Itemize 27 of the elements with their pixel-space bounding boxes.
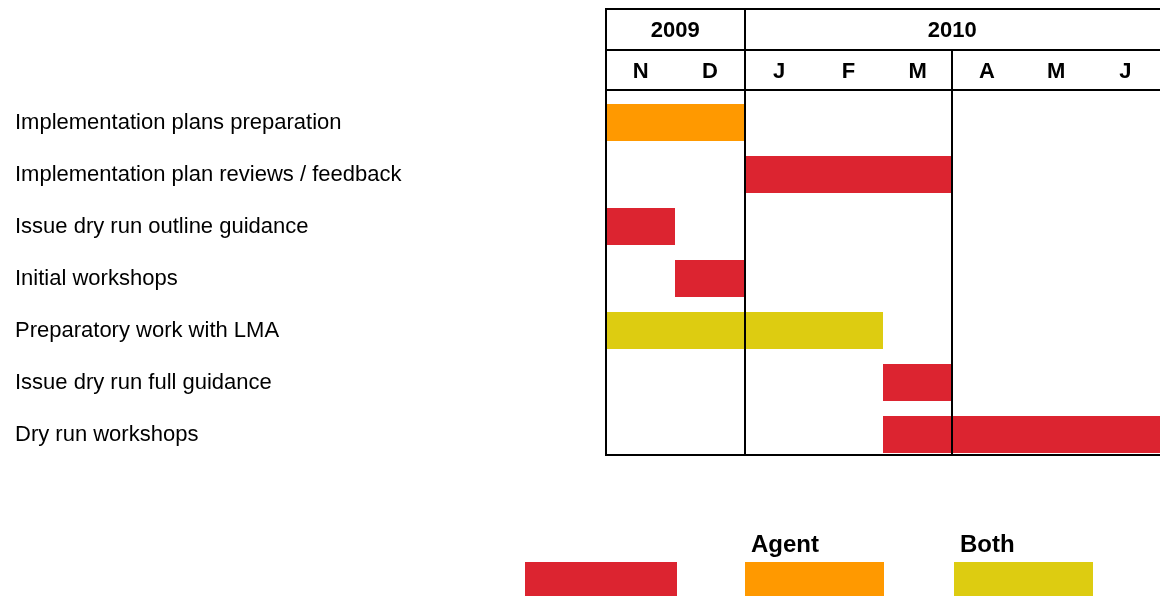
gantt-bar — [606, 312, 883, 349]
month-header: A — [978, 58, 995, 85]
task-label: Issue dry run full guidance — [15, 369, 272, 395]
task-label: Initial workshops — [15, 265, 178, 291]
gantt-bar — [883, 416, 1160, 453]
gantt-bar — [744, 156, 953, 193]
legend-label: Both — [960, 530, 1015, 558]
month-header: M — [908, 58, 927, 85]
legend-swatch — [525, 562, 677, 596]
gantt-bar — [606, 208, 676, 245]
task-label: Dry run workshops — [15, 421, 199, 447]
month-header: D — [701, 58, 718, 85]
month-header: M — [1046, 58, 1066, 85]
month-header: N — [632, 58, 649, 85]
gantt-bar — [883, 364, 953, 401]
legend-label: Agent — [751, 530, 819, 558]
task-label: Implementation plan reviews / feedback — [15, 161, 402, 187]
month-header: F — [841, 58, 856, 85]
gantt-bar — [675, 260, 745, 297]
year-header: 2009 — [650, 17, 700, 44]
month-header: J — [1119, 58, 1132, 85]
task-label: Implementation plans preparation — [15, 109, 342, 135]
task-label: Preparatory work with LMA — [15, 317, 280, 343]
month-header: J — [773, 58, 786, 85]
year-header: 2010 — [927, 17, 977, 44]
gantt-bar — [606, 104, 745, 141]
task-label: Issue dry run outline guidance — [15, 213, 309, 239]
